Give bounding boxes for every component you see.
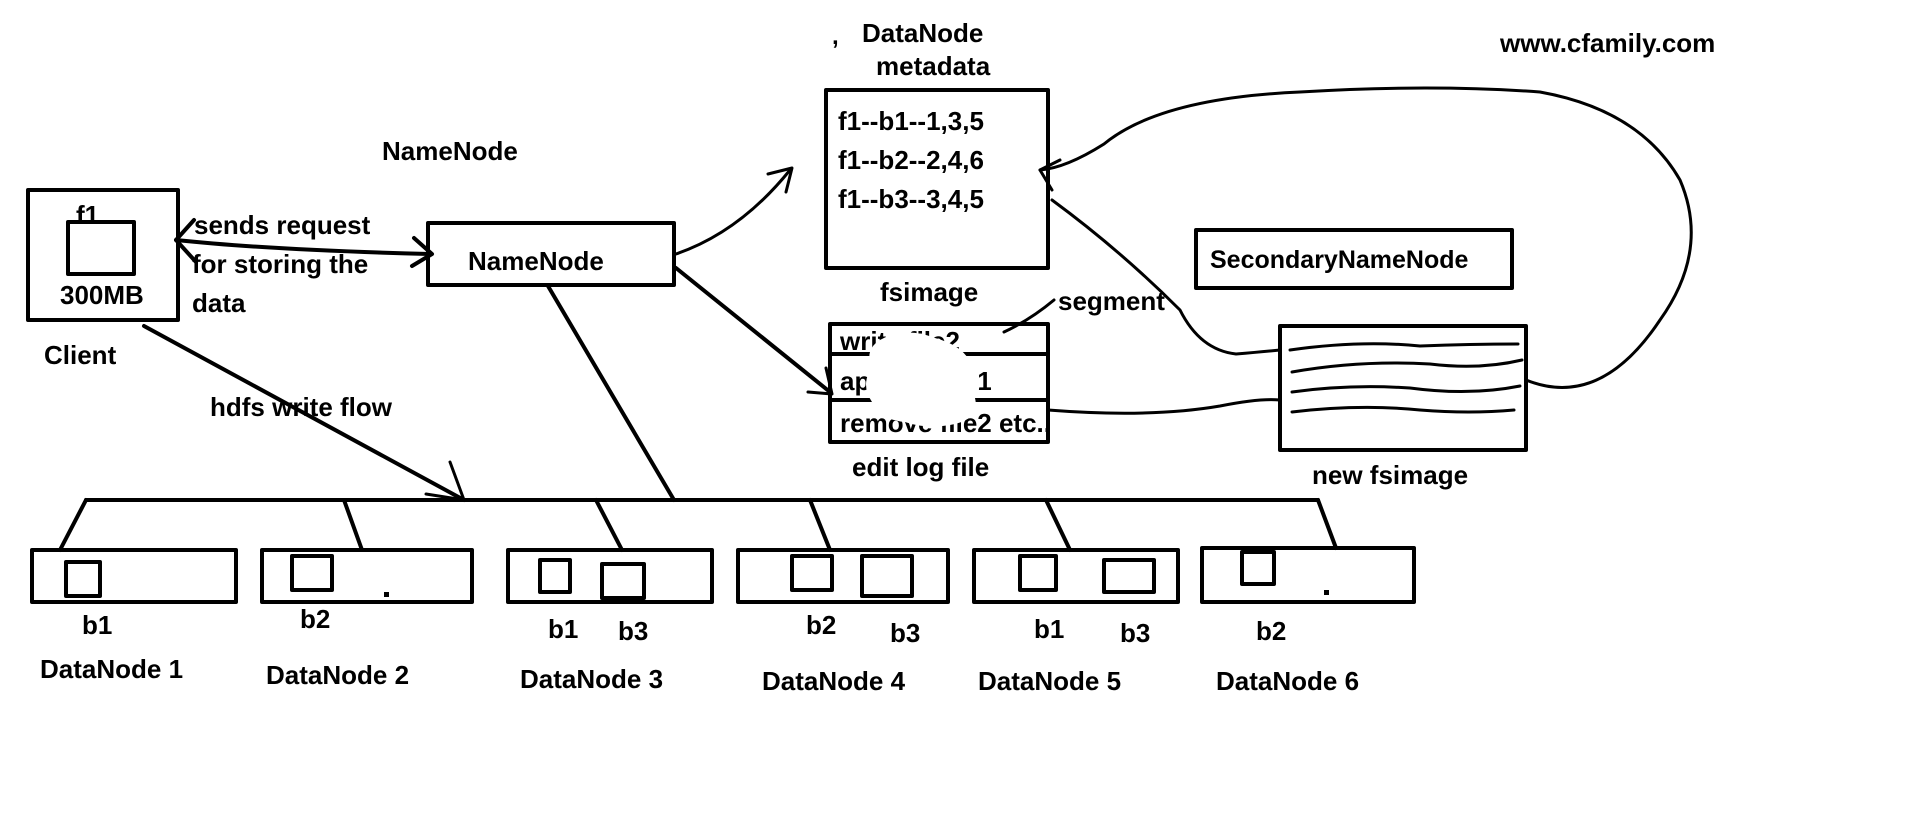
checkpoint-loop <box>1038 86 1693 415</box>
block-box <box>1240 550 1276 586</box>
client-caption: Client <box>44 340 117 370</box>
request-note-line-3: data <box>192 288 246 318</box>
fsimage-node: f1--b1--1,3,5 f1--b2--2,4,6 f1--b3--3,4,… <box>824 88 1050 307</box>
block-label: b2 <box>806 610 836 640</box>
namenode-heading: NameNode <box>382 136 518 166</box>
block-box <box>1018 554 1058 592</box>
block-label: b3 <box>618 616 648 646</box>
new-fsimage-line <box>1288 342 1520 352</box>
datanode-3: b1 b3 DataNode 3 <box>506 498 714 694</box>
new-fsimage-node: new fsimage <box>1278 324 1528 490</box>
block-box <box>290 554 334 592</box>
datanode-name: DataNode 2 <box>266 660 409 690</box>
write-flow-label: hdfs write flow <box>210 392 393 422</box>
namenode-to-fsimage-arrow <box>674 166 794 256</box>
client-node: f1 300MB Client <box>26 188 180 370</box>
block-box <box>538 558 572 594</box>
request-note-line-1: sends request <box>194 210 371 240</box>
fsimage-row: f1--b3--3,4,5 <box>838 184 984 214</box>
block-label: b2 <box>300 604 330 634</box>
block-label: b1 <box>82 610 112 640</box>
datanode-6: b2 DataNode 6 <box>1200 498 1416 696</box>
datanode-box <box>506 548 714 604</box>
namenode-box <box>426 221 676 287</box>
dot-mark <box>1324 590 1329 595</box>
client-to-bus-arrow <box>142 324 466 502</box>
file-size-label: 300MB <box>60 280 144 310</box>
new-fsimage-line <box>1290 405 1516 414</box>
namenode-to-bus-line <box>546 284 676 502</box>
fsimage-header-line-1: DataNode <box>862 18 983 48</box>
watermark-text: www.cfamily.com <box>1499 28 1715 58</box>
block-box <box>600 562 646 600</box>
secondary-namenode-box <box>1194 228 1514 290</box>
datanode-name: DataNode 5 <box>978 666 1121 696</box>
datanode-box <box>972 548 1180 604</box>
datanode-box <box>30 548 238 604</box>
segment-pointer <box>1002 298 1056 334</box>
secondary-namenode-node: SecondaryNameNode <box>1194 228 1514 290</box>
namenode-node: NameNode <box>426 221 676 287</box>
datanode-name: DataNode 1 <box>40 654 183 684</box>
new-fsimage-line <box>1290 384 1522 394</box>
block-label: b3 <box>890 618 920 648</box>
new-fsimage-line <box>1290 358 1524 374</box>
editlog-box <box>828 322 1050 444</box>
datanode-box <box>736 548 950 604</box>
datanode-box <box>1200 546 1416 604</box>
client-box <box>26 188 180 322</box>
namenode-to-editlog-arrow <box>674 266 834 396</box>
namenode-box-label: NameNode <box>468 246 604 276</box>
secondary-namenode-label: SecondaryNameNode <box>1210 246 1469 274</box>
block-box <box>64 560 102 598</box>
datanode-4: b2 b3 DataNode 4 <box>736 498 950 696</box>
dot-mark <box>384 592 389 597</box>
segment-label: segment <box>1058 286 1165 316</box>
request-note: sends request for storing the data <box>192 210 371 318</box>
datanode-name: DataNode 3 <box>520 664 663 694</box>
erased-area <box>866 332 980 427</box>
editlog-caption: edit log file <box>852 452 989 482</box>
datanode-5: b1 b3 DataNode 5 <box>972 498 1180 696</box>
datanode-2: b2 DataNode 2 <box>260 498 474 690</box>
block-label: b2 <box>1256 616 1286 646</box>
fsimage-box <box>824 88 1050 270</box>
block-box <box>1102 558 1156 594</box>
file-f1-label: f1 <box>76 200 99 230</box>
request-note-line-2: for storing the <box>192 249 368 279</box>
new-fsimage-caption: new fsimage <box>1312 460 1468 490</box>
file-f1-box <box>66 220 136 276</box>
fsimage-caption: fsimage <box>880 277 978 307</box>
stray-mark: , <box>832 23 839 50</box>
editlog-node: write file2 append file1 remove file2 et… <box>828 322 1051 482</box>
datanode-name: DataNode 4 <box>762 666 906 696</box>
datanode-1: b1 DataNode 1 <box>30 498 238 684</box>
block-label: b3 <box>1120 618 1150 648</box>
datanode-box <box>260 548 474 604</box>
request-arrow <box>174 218 434 268</box>
block-label: b1 <box>548 614 578 644</box>
datanode-name: DataNode 6 <box>1216 666 1359 696</box>
block-box <box>790 554 834 592</box>
block-label: b1 <box>1034 614 1064 644</box>
block-box <box>860 554 914 598</box>
fsimage-row: f1--b2--2,4,6 <box>838 145 984 175</box>
fsimage-header-line-2: metadata <box>876 51 991 81</box>
fsimage-row: f1--b1--1,3,5 <box>838 106 984 136</box>
new-fsimage-box <box>1278 324 1528 452</box>
